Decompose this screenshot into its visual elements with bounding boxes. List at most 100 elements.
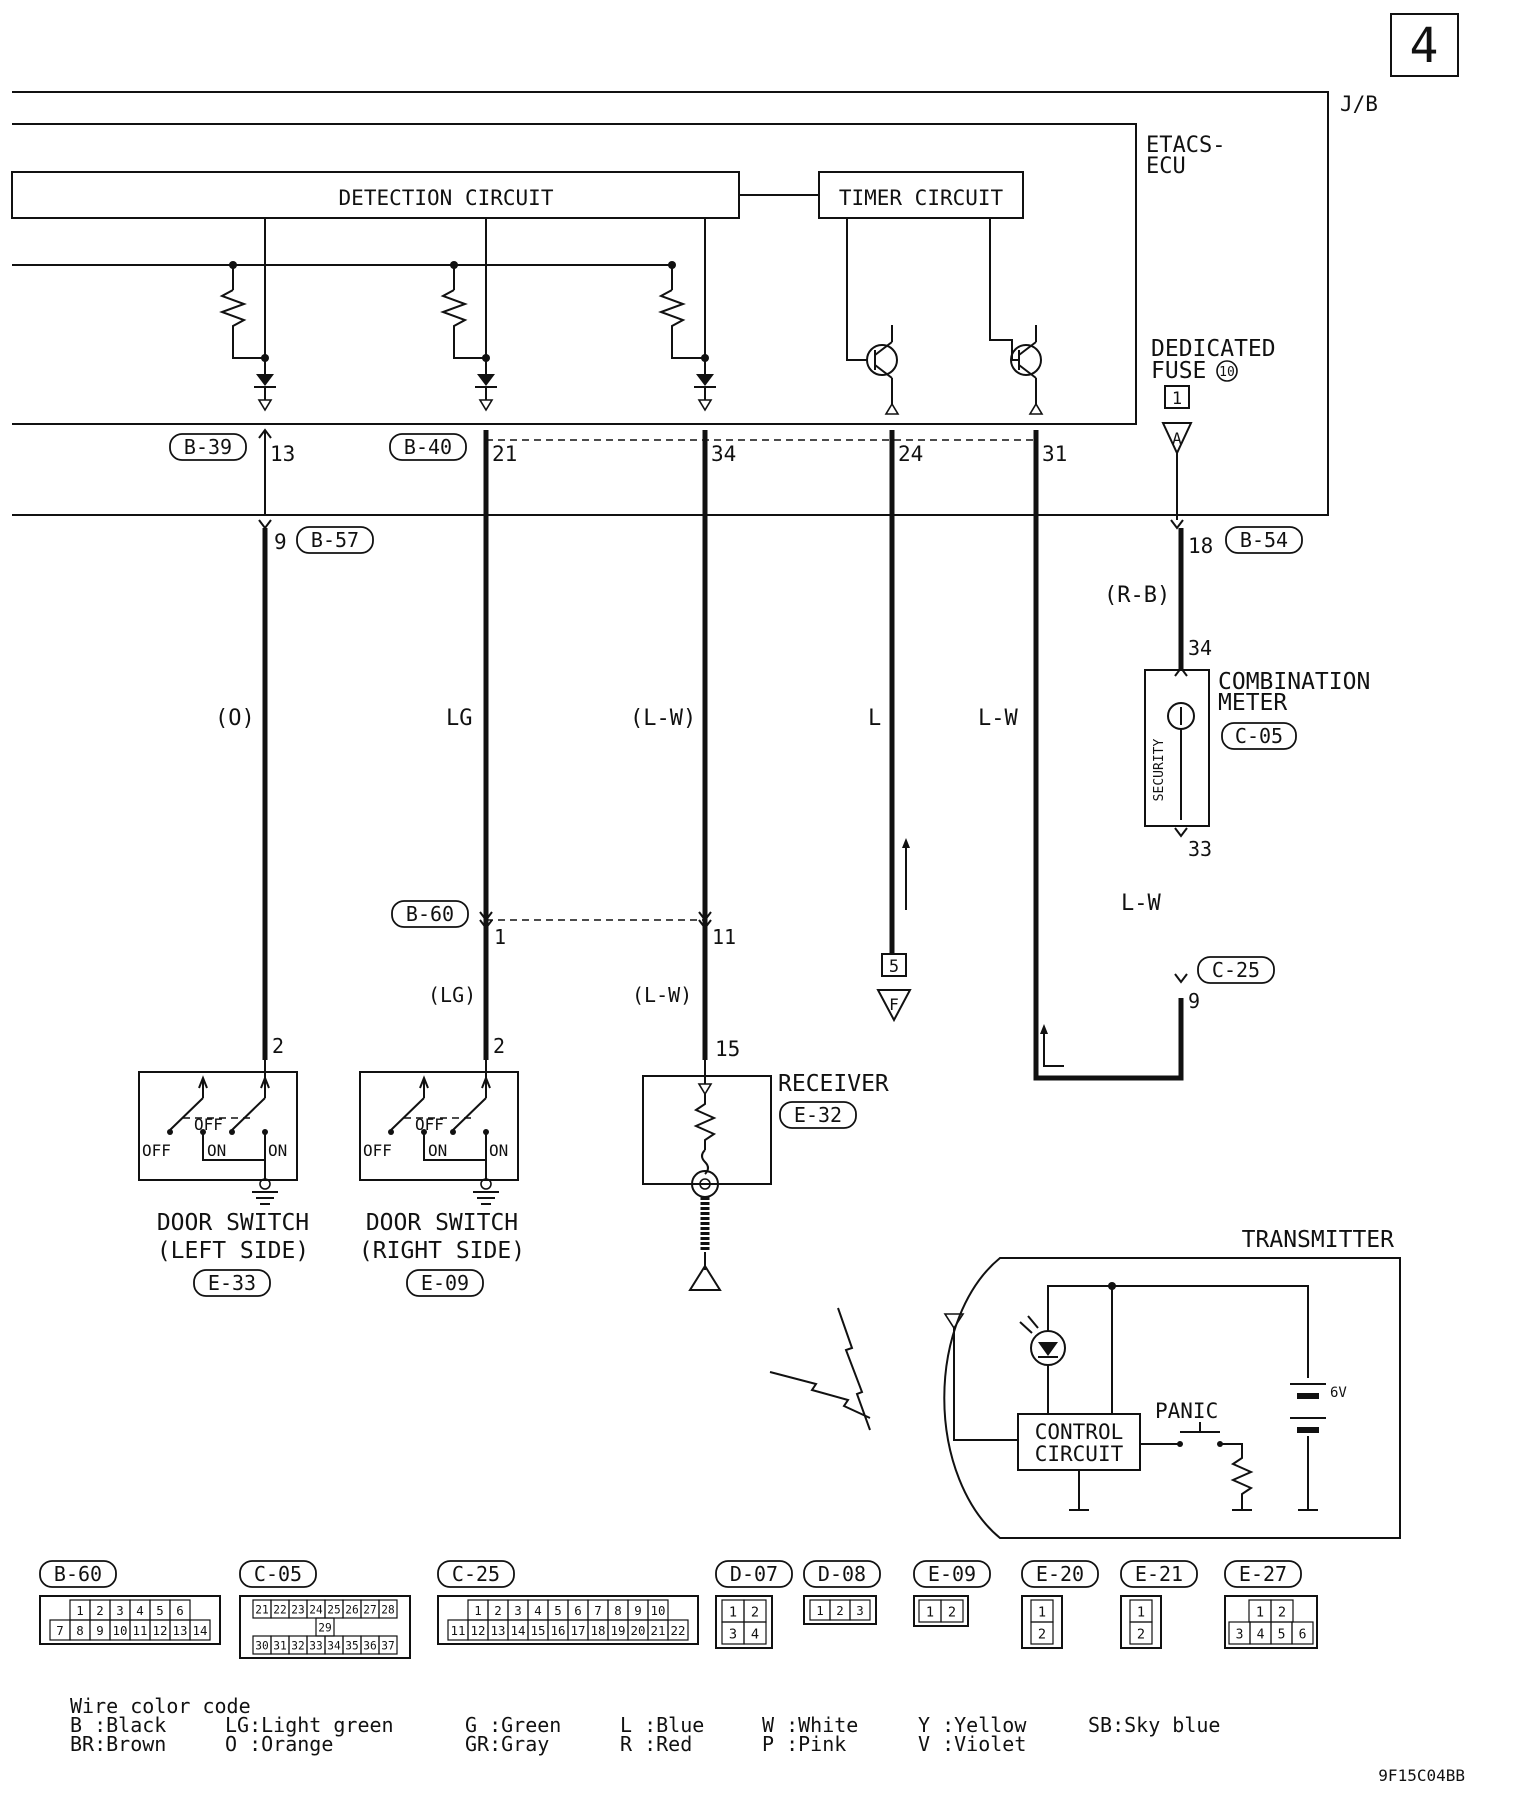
connector-view-code: E-20 xyxy=(1036,1562,1084,1586)
jb-outline xyxy=(12,91,1329,516)
connector-pin-number: 2 xyxy=(96,1603,103,1618)
connector-pin-number: 12 xyxy=(153,1623,168,1638)
ecu-outline xyxy=(12,123,1137,425)
wire-color-lw: L-W xyxy=(978,706,1018,731)
connector-pin-number: 6 xyxy=(1299,1628,1307,1643)
receiver-label: RECEIVER xyxy=(778,1071,889,1097)
connector-pin-number: 23 xyxy=(291,1604,304,1617)
legend-title: Wire color code xyxy=(70,1694,251,1718)
connector-pin-number: 13 xyxy=(173,1623,188,1638)
connector-pin-number: 29 xyxy=(318,1622,331,1635)
connector-pin-number: 35 xyxy=(345,1640,358,1653)
connector-pin-number: 2 xyxy=(1038,1627,1046,1643)
door-left-on-b: ON xyxy=(268,1141,287,1160)
wire-color-lw-par: (L-W) xyxy=(630,706,696,731)
legend-col2-b: O :Orange xyxy=(225,1732,333,1756)
fuse-label-line1: DEDICATED xyxy=(1151,336,1276,362)
connector-pin-number: 5 xyxy=(554,1603,561,1618)
connector-pin-number: 1 xyxy=(474,1603,481,1618)
connector-b57-tag xyxy=(296,526,374,554)
connector-view-code: B-60 xyxy=(54,1562,102,1586)
legend-col2-a: LG:Light green xyxy=(225,1713,394,1737)
connector-pin-number: 22 xyxy=(671,1623,686,1638)
connector-pin-number: 27 xyxy=(363,1604,376,1617)
legend-col4-b: R :Red xyxy=(620,1732,692,1756)
legend-col4-a: L :Blue xyxy=(620,1713,704,1737)
wire-color-legend: Wire color code B :Black BR:Brown LG:Lig… xyxy=(70,1694,1220,1756)
door-left-code: E-33 xyxy=(208,1271,256,1295)
connector-view-code: E-27 xyxy=(1239,1562,1287,1586)
input-channel-2 xyxy=(440,218,497,412)
door-left-label-line1: DOOR SWITCH xyxy=(157,1210,309,1236)
connector-pin-number: 28 xyxy=(381,1604,394,1617)
meter-security-label: SECURITY xyxy=(1152,739,1167,802)
connector-pin-number: 4 xyxy=(136,1603,143,1618)
connector-pin-number: 22 xyxy=(273,1604,286,1617)
legend-col3-a: G :Green xyxy=(465,1713,561,1737)
connector-pin-number: 11 xyxy=(451,1623,466,1638)
connector-pin-number: 1 xyxy=(1137,1605,1145,1621)
battery-voltage: 6V xyxy=(1330,1385,1347,1401)
radio-wave-icon xyxy=(837,1307,871,1431)
control-circuit-line2: CIRCUIT xyxy=(1035,1442,1124,1466)
wire-color-lw2: L-W xyxy=(1121,891,1161,916)
connector-pin-number: 9 xyxy=(96,1623,103,1638)
pin-34: 34 xyxy=(711,442,736,466)
connector-pin-number: 10 xyxy=(651,1603,666,1618)
offpage-box xyxy=(881,953,907,977)
connector-pin-number: 16 xyxy=(551,1623,566,1638)
connector-pin-number: 4 xyxy=(1257,1628,1265,1643)
door-left-on-a: ON xyxy=(207,1141,226,1160)
connector-pin-number: 5 xyxy=(156,1603,163,1618)
detection-circuit-block xyxy=(11,171,740,219)
fuse-triangle-label: A xyxy=(1172,429,1182,448)
connector-c25-tag xyxy=(1197,956,1275,984)
connector-pin-number: 6 xyxy=(574,1603,581,1618)
offpage-triangle-label: F xyxy=(889,995,899,1014)
connector-pin-number: 25 xyxy=(327,1604,340,1617)
page-number-badge: 4 xyxy=(1390,13,1459,77)
output-transistor-1 xyxy=(846,218,900,415)
connector-pin-number: 21 xyxy=(255,1604,268,1617)
connector-pin-number: 31 xyxy=(273,1640,286,1653)
connector-pin-number: 18 xyxy=(591,1623,606,1638)
legend-col5-a: W :White xyxy=(762,1713,858,1737)
connector-pin-number: 14 xyxy=(193,1623,208,1638)
meter-pin-in: 34 xyxy=(1188,636,1212,660)
fuse-number: 10 xyxy=(1219,365,1235,380)
radio-wave-icon-2 xyxy=(769,1371,871,1419)
connector-pin-number: 8 xyxy=(76,1623,83,1638)
connector-pin-number: 4 xyxy=(534,1603,541,1618)
connector-pin-number: 34 xyxy=(327,1640,341,1653)
connector-view-code: C-25 xyxy=(452,1562,500,1586)
transmitter: TRANSMITTER CONTROL CIRCUIT 6V PANIC xyxy=(943,1227,1401,1539)
door-right-pin: 2 xyxy=(493,1034,505,1058)
connector-b60-tag xyxy=(391,900,469,928)
wire-color-rb: (R-B) xyxy=(1104,583,1170,608)
door-right-on-a: ON xyxy=(428,1141,447,1160)
connector-b54: B-54 xyxy=(1240,528,1288,552)
control-circuit-line1: CONTROL xyxy=(1035,1420,1124,1444)
connector-pin-number: 1 xyxy=(76,1603,83,1618)
input-channel-3 xyxy=(658,218,716,412)
connector-pin-number: 7 xyxy=(594,1603,601,1618)
door-left-off-b: OFF xyxy=(194,1115,223,1134)
legend-col1-a: B :Black xyxy=(70,1713,166,1737)
door-switch-left: 2 OFF ON OFF ON DOOR SWITCH (LEFT SIDE) … xyxy=(138,1034,309,1297)
wire-lw-meter-return xyxy=(1033,430,1184,1081)
control-circuit-block xyxy=(1017,1413,1141,1471)
door-left-label-line2: (LEFT SIDE) xyxy=(157,1238,309,1264)
door-left-pin: 2 xyxy=(272,1034,284,1058)
connector-pin-number: 1 xyxy=(729,1605,737,1621)
jb-label: J/B xyxy=(1340,92,1378,116)
door-right-code: E-09 xyxy=(421,1271,469,1295)
fuse-label-line2: FUSE xyxy=(1151,358,1206,384)
legend-col3-b: GR:Gray xyxy=(465,1732,549,1756)
connector-view-code: D-07 xyxy=(730,1562,778,1586)
